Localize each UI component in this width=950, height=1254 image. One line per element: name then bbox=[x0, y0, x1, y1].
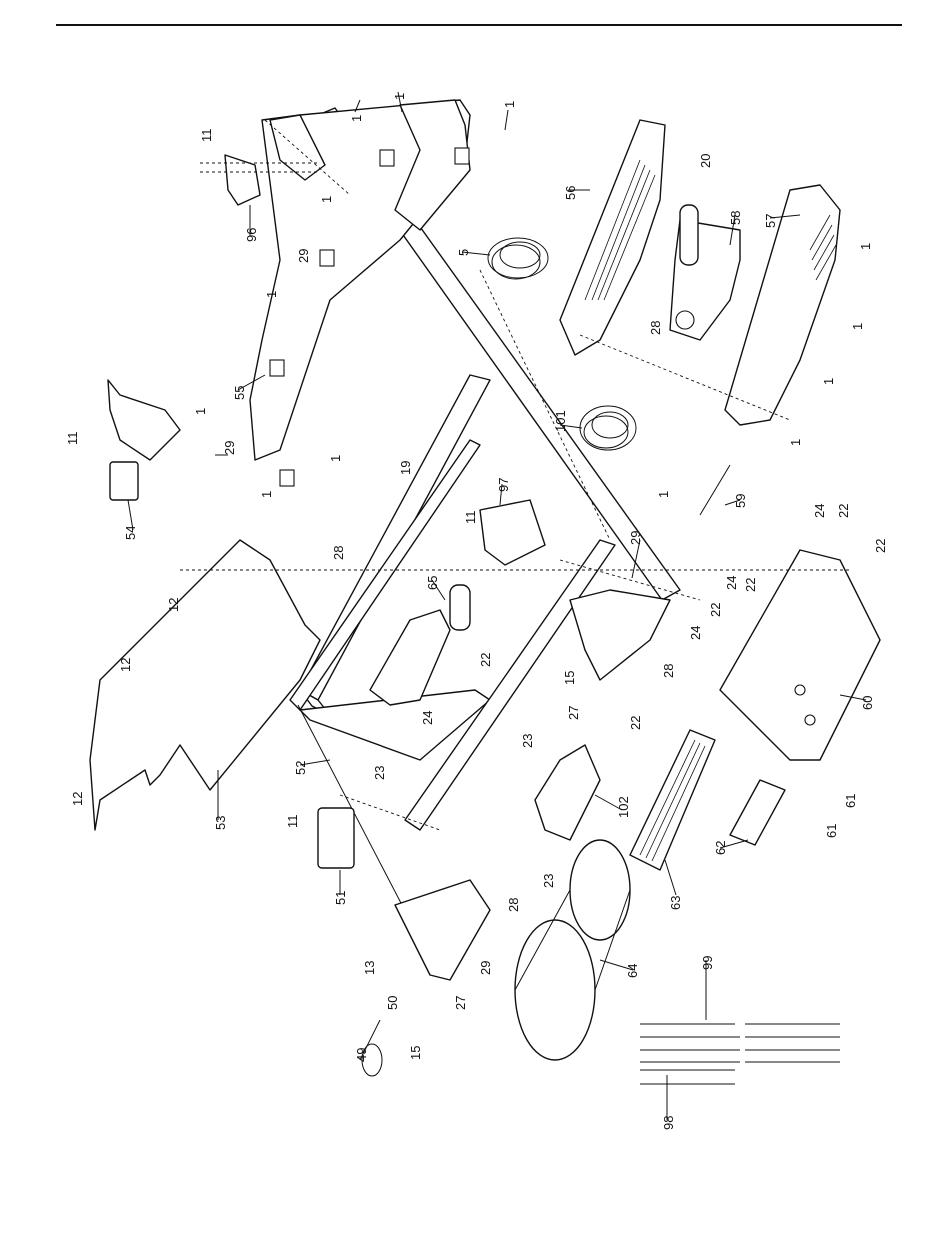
tie-wraps bbox=[640, 1024, 840, 1084]
callout-12: 12 bbox=[70, 792, 85, 806]
callout-15: 15 bbox=[408, 1046, 423, 1060]
callout-28: 28 bbox=[648, 321, 663, 335]
flywheel-64 bbox=[515, 840, 630, 1060]
callout-1: 1 bbox=[328, 455, 343, 462]
board-62 bbox=[730, 780, 785, 845]
callout-28: 28 bbox=[331, 546, 346, 560]
callout-12: 12 bbox=[166, 598, 181, 612]
callout-1: 1 bbox=[656, 491, 671, 498]
callout-22: 22 bbox=[478, 653, 493, 667]
belt-cover-102 bbox=[535, 745, 600, 840]
callout-22: 22 bbox=[628, 716, 643, 730]
callout-27: 27 bbox=[566, 706, 581, 720]
callout-29: 29 bbox=[296, 249, 311, 263]
callout-24: 24 bbox=[688, 626, 703, 640]
callout-11: 11 bbox=[65, 432, 80, 446]
callout-22: 22 bbox=[743, 578, 758, 592]
callout-55: 55 bbox=[232, 386, 247, 400]
callout-99: 99 bbox=[700, 956, 715, 970]
callout-29: 29 bbox=[478, 961, 493, 975]
callout-56: 56 bbox=[563, 186, 578, 200]
callout-1: 1 bbox=[319, 196, 334, 203]
callout-22: 22 bbox=[873, 539, 888, 553]
callout-22: 22 bbox=[708, 603, 723, 617]
pulley-97 bbox=[480, 500, 545, 565]
callout-29: 29 bbox=[628, 531, 643, 545]
callout-96: 96 bbox=[244, 228, 259, 242]
callout-102: 102 bbox=[616, 796, 631, 818]
callout-60: 60 bbox=[860, 696, 875, 710]
callout-24: 24 bbox=[724, 576, 739, 590]
callout-24: 24 bbox=[812, 504, 827, 518]
callout-54: 54 bbox=[123, 526, 138, 540]
callout-1: 1 bbox=[502, 101, 517, 108]
callout-20: 20 bbox=[698, 154, 713, 168]
callout-57: 57 bbox=[763, 214, 778, 228]
callout-59: 59 bbox=[733, 494, 748, 508]
callout-1: 1 bbox=[850, 323, 865, 330]
callout-22: 22 bbox=[836, 504, 851, 518]
callout-11: 11 bbox=[199, 129, 214, 143]
callout-1: 1 bbox=[264, 291, 279, 298]
callout-11: 11 bbox=[463, 511, 478, 525]
callout-61: 61 bbox=[824, 824, 839, 838]
callout-101: 101 bbox=[553, 410, 568, 432]
console-base-56 bbox=[560, 120, 665, 355]
callout-29: 29 bbox=[222, 441, 237, 455]
callout-63: 63 bbox=[668, 896, 683, 910]
callout-27: 27 bbox=[453, 996, 468, 1010]
callout-61: 61 bbox=[843, 794, 858, 808]
callout-1: 1 bbox=[193, 408, 208, 415]
callout-23: 23 bbox=[372, 766, 387, 780]
callout-1: 1 bbox=[788, 439, 803, 446]
callout-15: 15 bbox=[562, 671, 577, 685]
callout-24: 24 bbox=[420, 711, 435, 725]
controller-board-63 bbox=[630, 730, 715, 870]
callout-50: 50 bbox=[385, 996, 400, 1010]
callout-64: 64 bbox=[625, 964, 640, 978]
callout-19: 19 bbox=[398, 461, 413, 475]
callout-52: 52 bbox=[293, 761, 308, 775]
callout-23: 23 bbox=[541, 874, 556, 888]
callout-13: 13 bbox=[362, 961, 377, 975]
callout-97: 97 bbox=[496, 478, 511, 492]
callout-65: 65 bbox=[425, 576, 440, 590]
callout-1: 1 bbox=[259, 491, 274, 498]
callout-49: 49 bbox=[354, 1048, 369, 1062]
crank-65 bbox=[370, 585, 470, 705]
callout-28: 28 bbox=[661, 664, 676, 678]
callout-53: 53 bbox=[213, 816, 228, 830]
motor-hood-53 bbox=[90, 540, 320, 830]
callout-11: 11 bbox=[285, 815, 300, 829]
callout-1: 1 bbox=[349, 115, 364, 122]
wire-harness-101 bbox=[580, 406, 636, 450]
callout-1: 1 bbox=[858, 243, 873, 250]
callout-23: 23 bbox=[520, 734, 535, 748]
callout-1: 1 bbox=[821, 378, 836, 385]
callout-12: 12 bbox=[118, 658, 133, 672]
callout-28: 28 bbox=[506, 898, 521, 912]
callout-98: 98 bbox=[661, 1116, 676, 1130]
callout-58: 58 bbox=[728, 211, 743, 225]
pedal-51 bbox=[318, 808, 354, 868]
wire-harness-5 bbox=[488, 238, 548, 279]
